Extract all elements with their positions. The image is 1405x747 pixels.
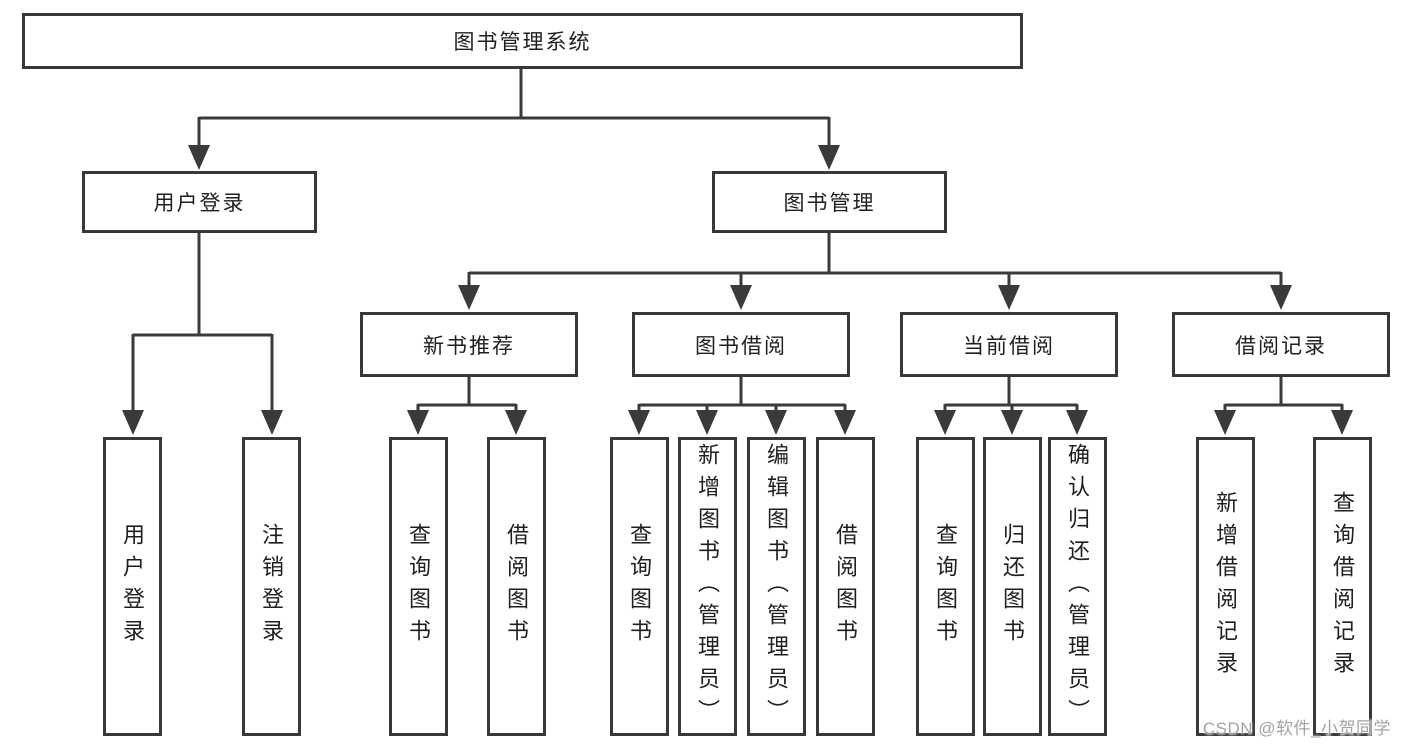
node-new-book-recommendation: 新书推荐 [360,312,578,377]
node-borrow-books-leaf: 借阅图书 [816,437,875,736]
node-return-books: 归还图书 [983,437,1042,736]
node-user-login: 用户登录 [82,171,317,233]
node-query-books-recommend: 查询图书 [389,437,448,736]
node-borrowing-records: 借阅记录 [1172,312,1390,377]
node-book-management: 图书管理 [712,171,947,233]
node-add-borrow-record: 新增借阅记录 [1196,437,1255,736]
watermark: CSDN @软件_小贺同学 [1202,719,1391,738]
node-user-login-leaf: 用户登录 [103,437,162,736]
node-logout-leaf: 注销登录 [242,437,301,736]
node-library-management-system: 图书管理系统 [22,13,1023,69]
node-query-books-borrowing: 查询图书 [610,437,669,736]
node-confirm-return-admin: 确认归还（管理员） [1048,437,1107,736]
arrowheads [122,145,1353,435]
node-current-borrowing: 当前借阅 [900,312,1118,377]
node-query-borrow-record: 查询借阅记录 [1313,437,1372,736]
node-add-book-admin: 新增图书（管理员） [678,437,737,736]
node-query-books-current: 查询图书 [916,437,975,736]
node-borrow-books-recommend: 借阅图书 [487,437,546,736]
node-book-borrowing: 图书借阅 [632,312,850,377]
node-edit-book-admin: 编辑图书（管理员） [747,437,806,736]
